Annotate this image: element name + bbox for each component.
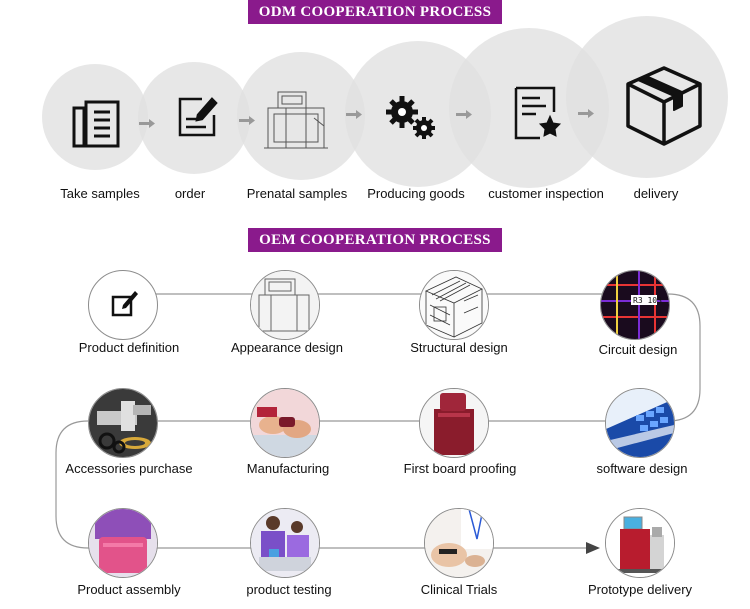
oem-label-clinical-trials: Clinical Trials xyxy=(420,582,498,597)
oem-label-appearance-design: Appearance design xyxy=(230,340,344,355)
treatment-icon xyxy=(425,509,493,577)
oem-node-clinical-trials xyxy=(424,508,494,578)
circuit-board-icon: R3 103 xyxy=(601,271,669,339)
odm-label-take-samples: Take samples xyxy=(60,186,140,201)
oem-node-appearance-design xyxy=(250,270,320,340)
odm-bubble-1 xyxy=(42,64,148,170)
edit-form-icon xyxy=(178,97,218,137)
device-sketch-icon xyxy=(251,271,319,339)
metal-parts-icon xyxy=(89,389,157,457)
odm-label-order: order xyxy=(174,186,206,201)
oem-label-product-testing: product testing xyxy=(246,582,332,597)
oem-label-software-design: software design xyxy=(596,461,688,476)
oem-label-accessories-purchase: Accessories purchase xyxy=(65,461,193,476)
oem-node-accessories-purchase xyxy=(88,388,158,458)
box-icon xyxy=(626,66,702,146)
lab-workers-icon xyxy=(251,509,319,577)
odm-arrows xyxy=(139,109,594,128)
oem-label-first-board-proofing: First board proofing xyxy=(403,461,517,476)
oem-label-circuit-design: Circuit design xyxy=(598,342,678,357)
connector-arrowhead xyxy=(586,542,600,554)
svg-text:R3 103: R3 103 xyxy=(633,296,662,305)
odm-section-title: ODM COOPERATION PROCESS xyxy=(248,0,502,24)
odm-label-prenatal-samples: Prenatal samples xyxy=(246,186,348,201)
odm-label-producing-goods: Producing goods xyxy=(367,186,465,201)
oem-label-product-definition: Product definition xyxy=(78,340,180,355)
edit-square-icon xyxy=(111,291,138,317)
software-screen-icon xyxy=(606,389,674,457)
prototype-board-icon xyxy=(420,389,488,457)
wireframe-icon xyxy=(420,271,488,339)
document-stack-icon xyxy=(72,100,120,148)
oem-section-title: OEM COOPERATION PROCESS xyxy=(248,228,502,252)
oem-label-product-assembly: Product assembly xyxy=(77,582,181,597)
checklist-star-icon xyxy=(514,86,562,140)
gears-icon xyxy=(386,96,435,139)
oem-node-prototype-delivery xyxy=(605,508,675,578)
odm-label-delivery: delivery xyxy=(633,186,679,201)
oem-node-product-definition xyxy=(88,270,158,340)
machine-sketch-icon xyxy=(264,91,328,149)
pink-device-icon xyxy=(89,509,157,577)
oem-node-product-testing xyxy=(250,508,320,578)
assembly-hands-icon xyxy=(251,389,319,457)
odm-bubble-3 xyxy=(237,52,365,180)
oem-label-prototype-delivery: Prototype delivery xyxy=(587,582,693,597)
oem-node-software-design xyxy=(605,388,675,458)
beauty-machine-icon xyxy=(606,509,674,577)
oem-node-product-assembly xyxy=(88,508,158,578)
oem-label-manufacturing: Manufacturing xyxy=(246,461,330,476)
oem-node-structural-design xyxy=(419,270,489,340)
oem-node-manufacturing xyxy=(250,388,320,458)
odm-icons xyxy=(72,66,702,149)
odm-label-customer-inspection: customer inspection xyxy=(488,186,604,201)
oem-node-circuit-design: R3 103 xyxy=(600,270,670,340)
oem-label-structural-design: Structural design xyxy=(410,340,508,355)
oem-node-first-board-proofing xyxy=(419,388,489,458)
